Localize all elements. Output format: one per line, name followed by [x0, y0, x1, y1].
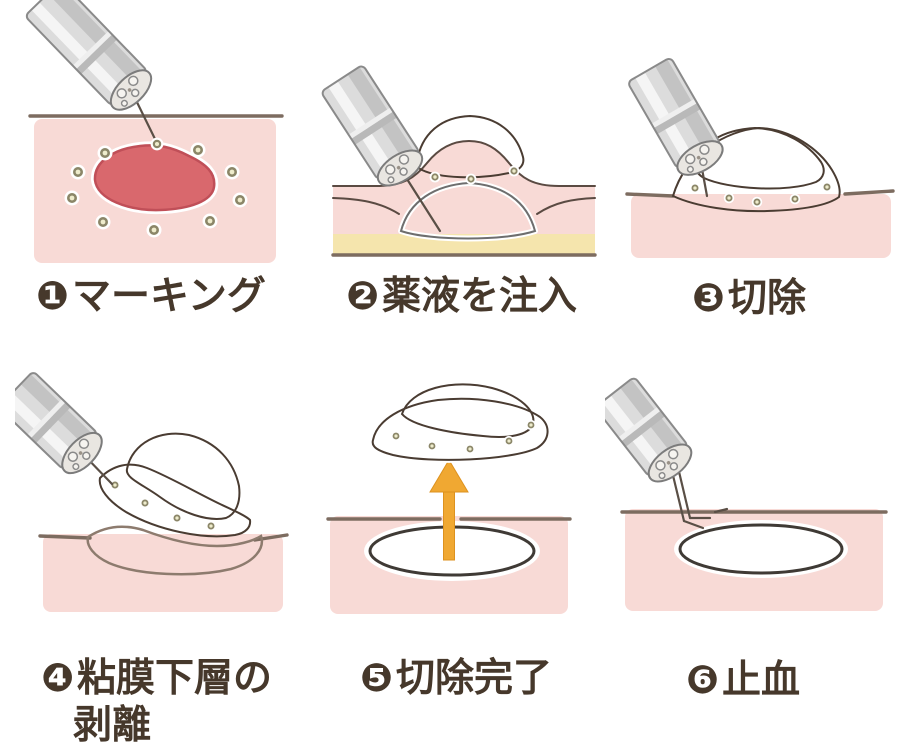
marking-dots — [390, 419, 537, 455]
step-label-1: ❶マーキング — [36, 274, 266, 321]
marking-dot — [150, 137, 164, 151]
marking-dot — [97, 145, 113, 161]
marking-dot — [723, 192, 735, 204]
step-number-4: ❹ — [41, 657, 75, 700]
lifted-flap — [98, 463, 252, 538]
endoscope-icon — [628, 57, 724, 176]
step-text-6: 止血 — [722, 659, 801, 702]
marking-dot — [429, 171, 441, 183]
endoscope-icon — [605, 377, 693, 483]
step-number-1: ❶ — [36, 275, 70, 318]
marking-dot — [390, 430, 402, 442]
marking-dot — [70, 164, 86, 180]
marking-dots — [689, 181, 833, 208]
step-number-5: ❺ — [360, 657, 394, 700]
endoscope-icon — [15, 372, 103, 475]
mucosa-surface-line-left — [38, 534, 92, 540]
step-2-illustration — [321, 65, 597, 257]
marking-dot — [202, 213, 218, 229]
mucosa-block — [631, 194, 891, 258]
marking-dot — [689, 182, 701, 194]
step-text-1: マーキング — [72, 275, 266, 318]
step-3-illustration — [625, 57, 895, 258]
excised-specimen — [369, 383, 551, 463]
muscularis-line-left — [332, 197, 400, 215]
marking-dot — [464, 443, 476, 455]
marking-dot — [789, 193, 801, 205]
step-label-6: ❻止血 — [686, 658, 800, 705]
step-6-illustration — [605, 377, 888, 611]
marking-dot — [224, 164, 240, 180]
step-label-4: ❹粘膜下層の 剥離 — [41, 656, 272, 746]
marking-dot — [508, 165, 520, 177]
marking-dot — [95, 214, 111, 230]
step-text-3: 切除 — [728, 277, 807, 320]
marking-dot — [751, 196, 763, 208]
lesion — [415, 114, 525, 179]
marking-dot — [139, 497, 151, 509]
removal-arrow-icon — [429, 459, 469, 561]
lesion — [125, 432, 241, 520]
marking-dot — [109, 479, 121, 491]
marking-dot — [232, 192, 248, 208]
step-label-5: ❺切除完了 — [360, 656, 552, 703]
mucosa-surface-line — [332, 139, 596, 187]
step-text-4-line2: 剥離 — [73, 703, 152, 746]
wound — [674, 520, 848, 578]
step-number-6: ❻ — [686, 659, 720, 702]
marking-dot — [426, 440, 438, 452]
step-4-illustration — [15, 372, 289, 612]
marking-dot — [205, 520, 217, 532]
marking-dot — [525, 419, 537, 431]
step-text-4: 粘膜下層の — [77, 657, 273, 700]
marking-dots — [109, 479, 217, 532]
step-number-3: ❸ — [692, 277, 726, 320]
marking-dot — [190, 142, 206, 158]
step-5-illustration — [326, 383, 572, 614]
step-1-illustration — [25, 0, 284, 263]
marking-dots — [64, 142, 248, 238]
step-number-2: ❷ — [346, 275, 380, 318]
marking-dot — [821, 181, 833, 193]
endoscope-icon — [25, 0, 153, 111]
lesion — [91, 141, 219, 215]
muscularis-line-right — [536, 197, 596, 215]
marking-dot — [465, 173, 477, 185]
step-text-2: 薬液を注入 — [382, 275, 578, 318]
exposed-submucosa — [86, 525, 264, 576]
marking-dot — [64, 190, 80, 206]
marking-dot — [171, 512, 183, 524]
marking-dots — [429, 165, 520, 185]
mucosa-layer — [333, 141, 595, 234]
marking-dot — [503, 435, 515, 447]
injection-fluid — [398, 180, 538, 242]
endoscope-icon — [321, 65, 424, 187]
submucosa-layer — [333, 234, 595, 254]
step-text-5: 切除完了 — [396, 657, 553, 700]
lesion — [400, 383, 535, 438]
mucosa-surface-line-left — [625, 192, 675, 198]
step-label-3: ❸切除 — [692, 276, 806, 323]
mucosa-surface-line-right — [253, 533, 289, 542]
marking-dot — [146, 222, 162, 238]
mucosa-surface-line-right — [843, 189, 895, 196]
step-label-2: ❷薬液を注入 — [346, 274, 577, 321]
